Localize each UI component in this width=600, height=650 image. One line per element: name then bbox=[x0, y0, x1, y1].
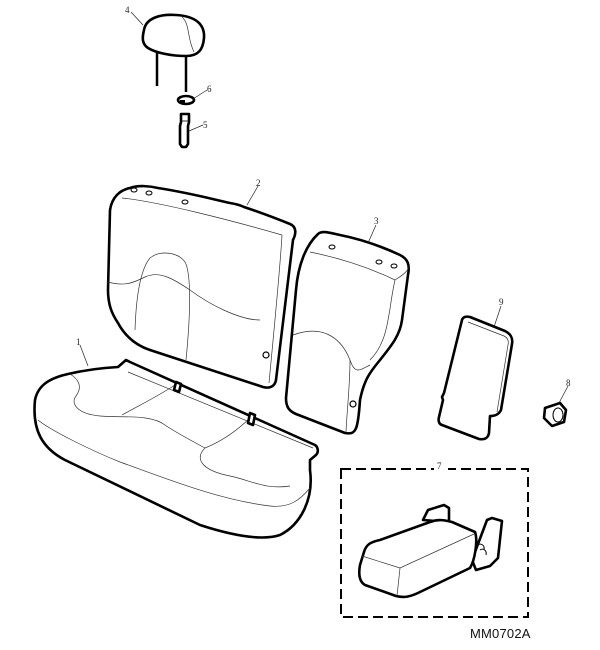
callout-2: 2 bbox=[256, 178, 261, 188]
seat-back-large-part[interactable]: 2 bbox=[106, 178, 297, 389]
seat-back-small-part[interactable]: 3 bbox=[284, 216, 411, 435]
figure-reference-code: MM0702A bbox=[470, 626, 531, 641]
armrest-cover-panel-part[interactable]: 9 bbox=[437, 297, 514, 441]
callout-3: 3 bbox=[374, 216, 379, 226]
bush-nut-part[interactable]: 8 bbox=[542, 378, 571, 428]
headrest-guide-part[interactable]: 5 bbox=[178, 112, 208, 149]
callout-4: 4 bbox=[125, 5, 130, 15]
callout-6: 6 bbox=[207, 84, 212, 94]
seat-cushion-part[interactable]: 1 bbox=[33, 337, 320, 539]
callout-7: 7 bbox=[437, 461, 442, 471]
callout-9: 9 bbox=[499, 297, 504, 307]
armrest-kit-part[interactable]: 7 bbox=[340, 460, 529, 618]
headrest-part[interactable]: 4 bbox=[125, 5, 206, 92]
callout-1: 1 bbox=[76, 337, 81, 347]
headrest-clip-part[interactable]: 6 bbox=[176, 84, 212, 106]
callout-5: 5 bbox=[203, 120, 208, 130]
callout-8: 8 bbox=[566, 378, 571, 388]
